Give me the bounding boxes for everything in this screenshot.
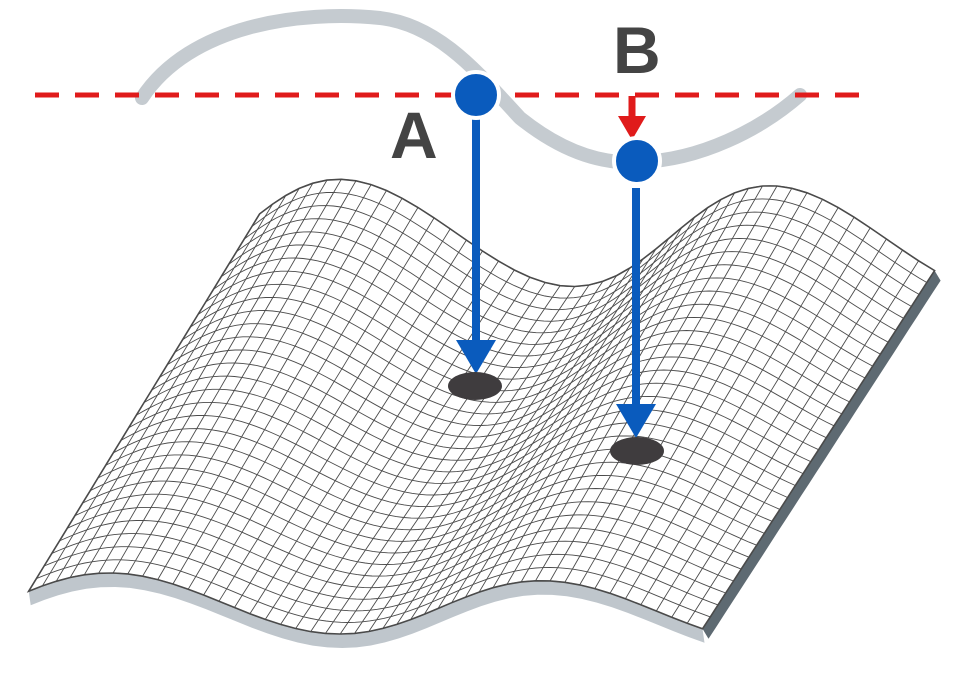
mesh-line: [671, 249, 903, 618]
mesh-line: [295, 276, 531, 629]
mesh-line: [83, 182, 314, 576]
mesh-line: [142, 184, 372, 577]
mesh-line: [42, 203, 273, 587]
mesh-line: [396, 267, 631, 625]
mesh-line: [625, 216, 855, 600]
label-b: B: [613, 13, 661, 87]
mesh-line: [423, 248, 657, 615]
mesh-line: [69, 188, 300, 578]
mesh-line: [368, 281, 604, 632]
mesh-line: [594, 199, 823, 589]
potential-curve: [135, 9, 807, 170]
wavy-surface: [26, 178, 941, 648]
mesh-line: [339, 286, 576, 635]
mesh-line: [354, 284, 590, 634]
mesh-line: [325, 285, 561, 634]
mesh-line: [549, 185, 778, 582]
mesh-line: [702, 270, 935, 630]
mesh-line: [55, 195, 287, 582]
label-a: A: [390, 98, 438, 172]
mesh-line: [249, 250, 483, 614]
mesh-line: [655, 238, 887, 612]
mesh-line: [609, 207, 839, 594]
mesh-line: [535, 185, 763, 582]
mesh-line: [437, 237, 670, 609]
mesh-grid: [28, 178, 935, 635]
point-b: [612, 136, 662, 186]
mesh-line: [157, 190, 387, 580]
surface-right-edge: [702, 270, 941, 639]
mesh-line: [218, 228, 451, 602]
mesh-line: [310, 282, 546, 632]
shadow-spot-a: [448, 372, 502, 400]
mesh-line: [234, 239, 467, 608]
mesh-line: [465, 216, 696, 598]
shadow-spot-b: [610, 437, 664, 465]
mesh-line: [478, 207, 709, 593]
projection-arrow-a: [456, 115, 496, 374]
mesh-line: [686, 260, 919, 624]
shift-arrow: [618, 96, 646, 140]
mesh-line: [492, 199, 722, 588]
mesh-line: [172, 198, 403, 585]
surface-front-edge: [28, 573, 705, 648]
point-a: [451, 70, 501, 120]
mesh-line: [410, 258, 644, 620]
mesh-line: [127, 180, 357, 575]
mesh-line: [382, 275, 617, 629]
mesh-line: [98, 179, 328, 574]
mesh-line: [264, 260, 499, 620]
mesh-line: [187, 207, 419, 590]
mesh-line: [203, 217, 435, 596]
mesh-line: [28, 213, 260, 592]
mesh-line: [564, 188, 793, 583]
mesh-line: [506, 192, 735, 585]
mesh-line: [579, 192, 808, 586]
mesh-line: [640, 227, 871, 606]
projection-arrow-b: [616, 188, 656, 438]
mesh-line: [451, 227, 683, 603]
mesh-line: [112, 179, 342, 574]
